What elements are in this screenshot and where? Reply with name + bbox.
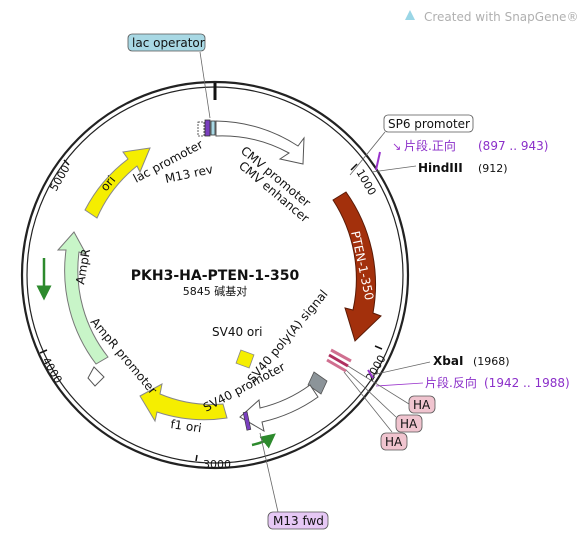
hindiii-site: HindIII (912) <box>371 161 508 175</box>
snapgene-watermark: Created with SnapGene® <box>405 10 578 24</box>
ha-tag-1-text: HA <box>413 398 431 412</box>
ori-feature <box>84 147 151 219</box>
m13-fwd-direction-arrow <box>251 433 276 449</box>
plasmid-name: PKH3-HA-PTEN-1-350 <box>131 268 300 284</box>
tick-label-4000: 4000 <box>39 355 64 386</box>
lac-features <box>197 119 216 137</box>
ha-tag-3-text: HA <box>385 435 403 449</box>
pten-feature <box>332 191 382 342</box>
ampr-feature <box>56 231 109 365</box>
ampr-promoter-feature <box>87 366 105 387</box>
m13-fwd-tag: M13 fwd <box>259 432 329 530</box>
hindiii-name: HindIII <box>418 161 463 175</box>
cmv-feature <box>215 120 305 165</box>
ha-tag-2-text: HA <box>400 417 418 431</box>
xbai-name: XbaI <box>433 354 463 368</box>
sv40-ori-label: SV40 ori <box>212 325 263 339</box>
ha-tag-1: HA <box>347 365 436 414</box>
sp6-promoter-tag-text: SP6 promoter <box>388 117 470 131</box>
primer-forward-arrow-icon: ↘ <box>392 140 401 153</box>
primer-forward-label: 片段.正向 <box>404 138 456 153</box>
lac-operator-tag-text: lac operator <box>132 36 205 50</box>
primer-forward-range: (897 .. 943) <box>478 139 548 153</box>
backbone-outer-circle <box>20 80 410 470</box>
lac-promoter-feature <box>197 121 205 137</box>
reverse-primer-annotation: 片段.反向 (1942 .. 1988) <box>367 369 570 390</box>
hindiii-pos: (912) <box>478 162 508 175</box>
f1-ori-label: f1 ori <box>170 417 203 435</box>
plasmid-length: 5845 碱基对 <box>183 284 248 298</box>
sv40-polya-feature <box>307 371 328 395</box>
tick-label-3000: 3000 <box>203 458 231 471</box>
sv40-promoter-feature <box>239 384 319 433</box>
lac-operator-feature <box>210 120 216 136</box>
sv40-ori-feature <box>235 349 255 369</box>
watermark-text: Created with SnapGene® <box>424 10 578 24</box>
lac-operator-tag: lac operator <box>127 33 211 119</box>
ha-tag-3: HA <box>343 371 408 451</box>
xbai-site: XbaI (1968) <box>371 354 510 376</box>
ampr-label: AmpR <box>73 248 93 286</box>
xbai-pos: (1968) <box>473 355 510 368</box>
forward-primer-annotation: ↘ 片段.正向 (897 .. 943) <box>375 138 548 171</box>
snapgene-logo-icon <box>405 10 415 20</box>
m13-rev-feature <box>204 119 211 137</box>
tick-label-5000: 5000 <box>47 163 72 194</box>
f1-ori-feature <box>139 383 228 423</box>
ha-tag-2: HA <box>345 369 423 433</box>
m13-fwd-tag-text: M13 fwd <box>273 514 324 528</box>
primer-reverse-label: 片段.反向 <box>425 375 477 390</box>
ha-tag-features <box>326 348 352 373</box>
primer-reverse-range: (1942 .. 1988) <box>484 376 570 390</box>
tick-marks <box>39 159 383 462</box>
sp6-promoter-tag: SP6 promoter <box>349 114 474 176</box>
m13-fwd-feature <box>242 411 252 431</box>
